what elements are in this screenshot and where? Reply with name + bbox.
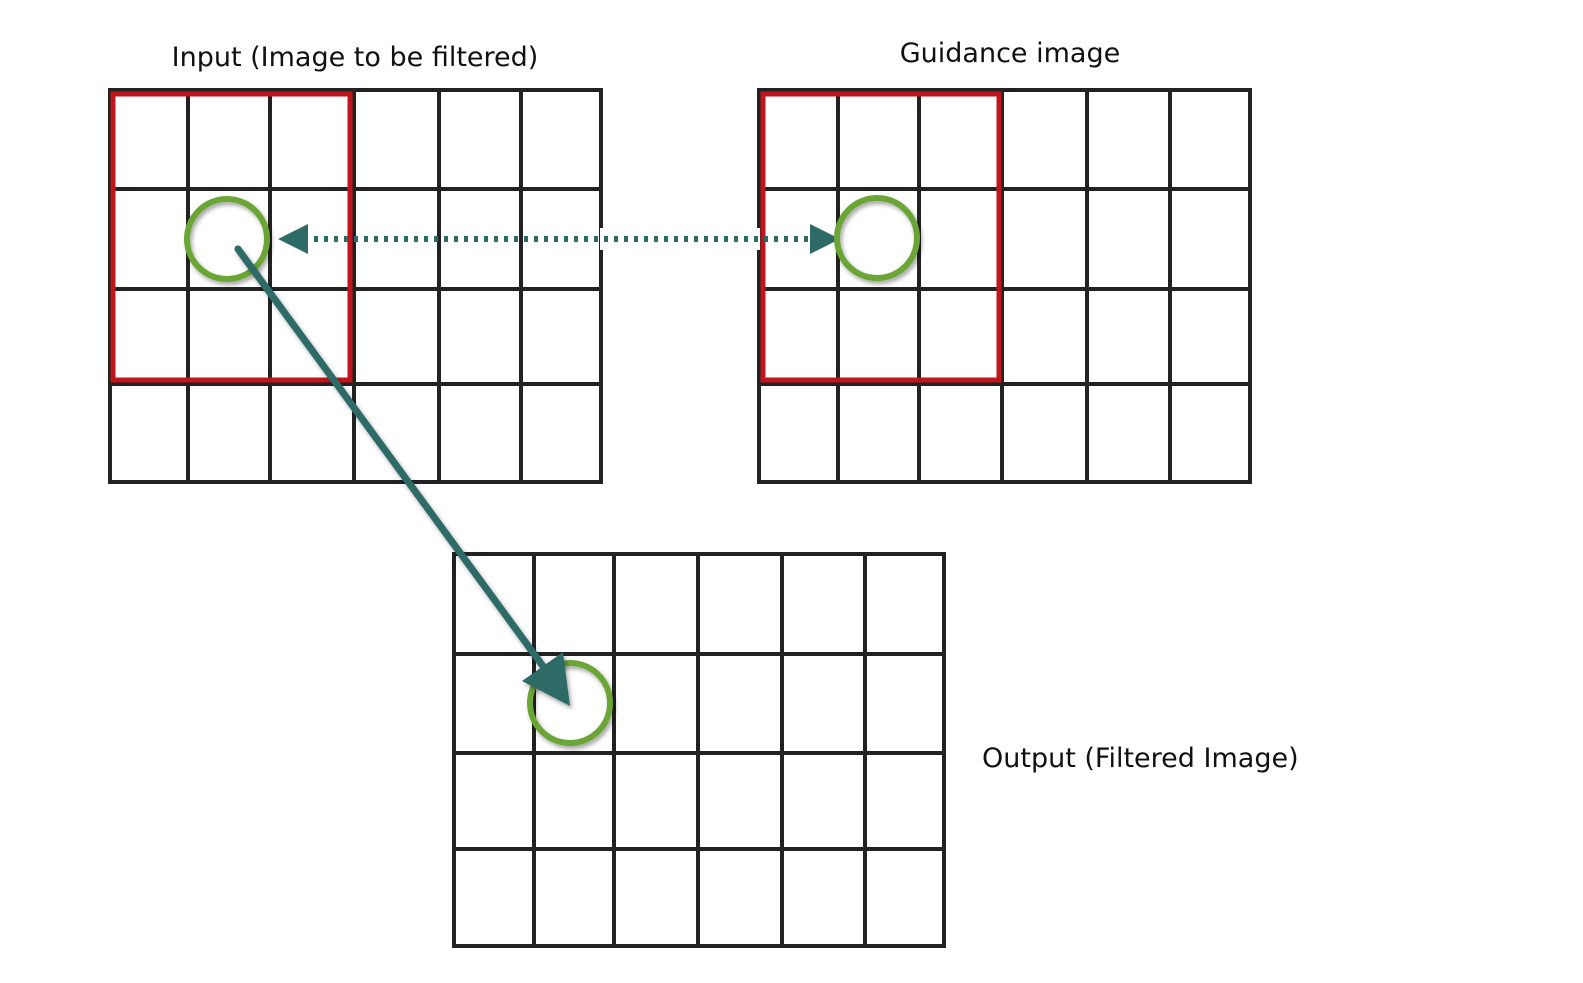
input-grid	[108, 88, 603, 484]
mapping-arrow-head	[522, 652, 570, 706]
output-grid-title: Output (Filtered Image)	[982, 743, 1299, 774]
guidance-grid-title: Guidance image	[900, 38, 1120, 69]
mapping-arrow-shaft	[234, 245, 560, 688]
guidance-grid-border	[757, 88, 1252, 484]
input-pixel-circle	[184, 196, 270, 282]
guidance-grid	[757, 88, 1252, 484]
output-pixel-circle	[527, 660, 613, 746]
mapping-solid-arrow	[234, 245, 570, 706]
guidance-pixel-circle	[834, 195, 920, 281]
guidance-pixel-highlight	[850, 217, 892, 264]
input-grid-title: Input (Image to be filtered)	[172, 42, 539, 73]
output-grid	[452, 552, 946, 948]
